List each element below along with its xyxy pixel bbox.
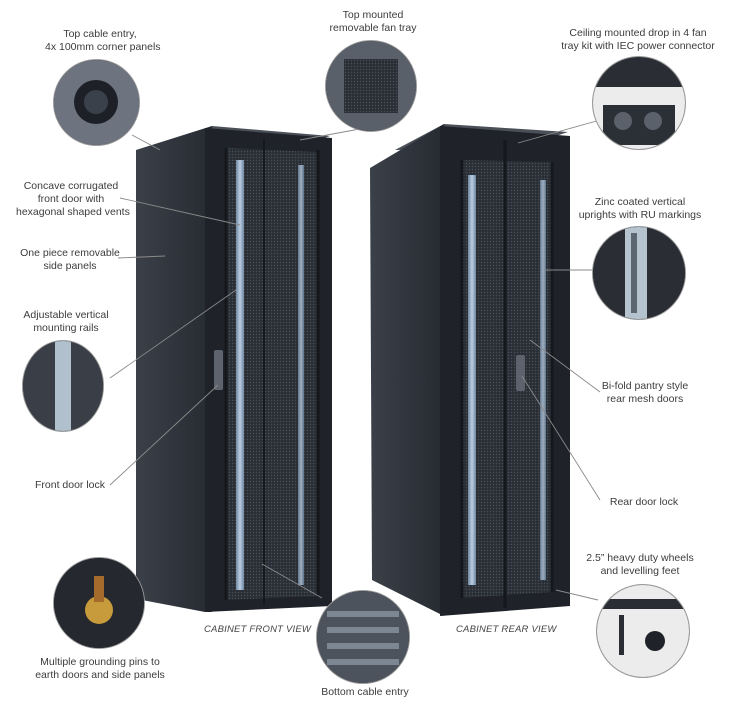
rear-view-caption: CABINET REAR VIEW [456, 624, 557, 635]
zoom-bottom-cable-entry [316, 590, 410, 684]
label-uprights: Zinc coated vertical uprights with RU ma… [578, 196, 702, 221]
zoom-fan-tray [325, 40, 417, 132]
rear-door-lock [516, 355, 525, 391]
zoom-mounting-rails [22, 340, 104, 432]
zoom-uprights [592, 226, 686, 320]
front-cabinet [136, 126, 332, 612]
label-ceiling-fan: Ceiling mounted drop in 4 fan tray kit w… [561, 27, 715, 52]
label-side-panels: One piece removable side panels [20, 247, 120, 272]
label-top-cable-entry: Top cable entry, 4x 100mm corner panels [45, 28, 161, 53]
label-front-lock: Front door lock [34, 479, 106, 491]
zoom-grounding-pin [53, 557, 145, 649]
label-front-door: Concave corrugated front door with hexag… [16, 180, 130, 218]
label-grounding: Multiple grounding pins to earth doors a… [35, 656, 165, 681]
label-bottom-entry: Bottom cable entry [321, 686, 409, 698]
leader-lines [109, 119, 601, 601]
rear-upright-right [540, 180, 546, 580]
mounting-rail-right [298, 165, 304, 585]
front-view-caption: CABINET FRONT VIEW [204, 624, 312, 635]
zoom-top-cable-entry [53, 59, 140, 146]
label-rear-doors: Bi-fold pantry style rear mesh doors [601, 380, 689, 405]
label-rear-lock: Rear door lock [609, 496, 679, 508]
front-door-lock [214, 350, 223, 390]
rear-upright-left [468, 175, 476, 585]
rear-cabinet [370, 124, 570, 616]
zoom-wheels [596, 584, 690, 678]
label-fan-tray: Top mounted removable fan tray [329, 9, 417, 34]
mounting-rail-left [236, 160, 244, 590]
label-wheels: 2.5” heavy duty wheels and levelling fee… [586, 552, 694, 577]
zoom-ceiling-fan [592, 56, 686, 150]
label-mounting-rails: Adjustable vertical mounting rails [23, 309, 109, 334]
side-panel [136, 126, 212, 612]
